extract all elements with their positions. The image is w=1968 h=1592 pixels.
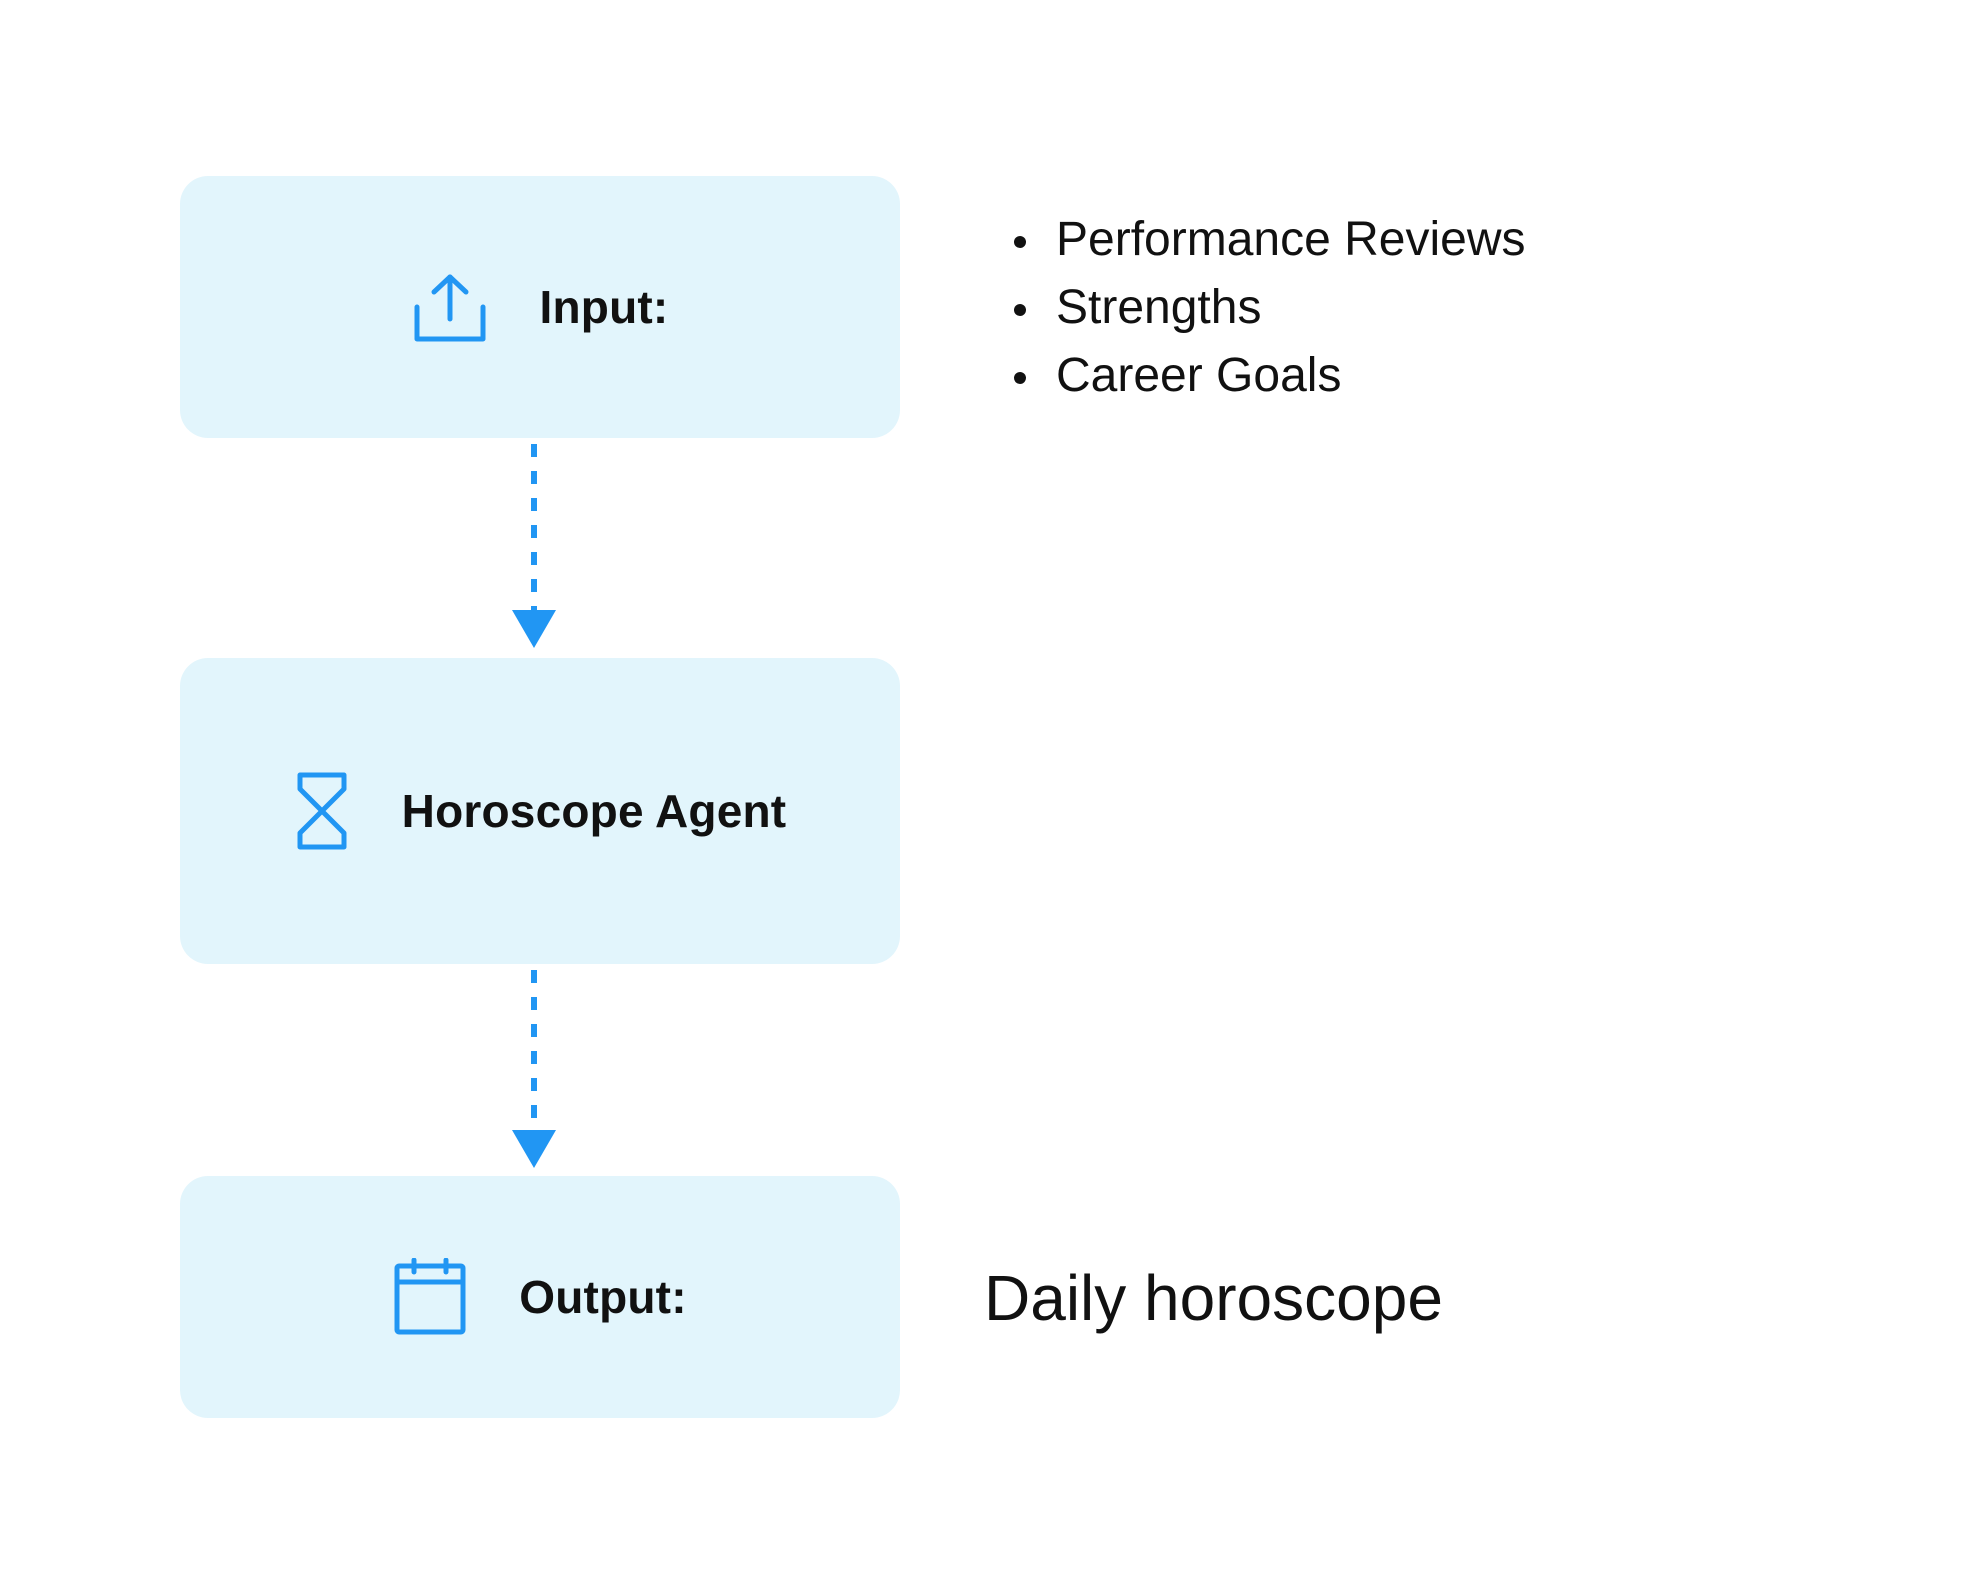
agent-label: Horoscope Agent [401, 785, 787, 837]
arrow-head [512, 1130, 556, 1168]
output-description: Daily horoscope [984, 1262, 1443, 1334]
list-item: Career Goals [1010, 342, 1526, 410]
horoscope-agent-node: Horoscope Agent [180, 658, 900, 964]
list-item: Performance Reviews [1010, 206, 1526, 274]
input-node: Input: [180, 176, 900, 438]
list-item: Strengths [1010, 274, 1526, 342]
calendar-icon [393, 1258, 467, 1336]
upload-icon [412, 269, 488, 345]
input-items-list: Performance Reviews Strengths Career Goa… [1010, 206, 1526, 410]
output-node: Output: [180, 1176, 900, 1418]
hourglass-icon [294, 771, 350, 851]
flow-arrow [512, 970, 556, 1168]
input-label: Input: [539, 281, 669, 333]
output-label: Output: [519, 1271, 687, 1323]
flow-arrow [512, 444, 556, 648]
arrow-head [512, 610, 556, 648]
